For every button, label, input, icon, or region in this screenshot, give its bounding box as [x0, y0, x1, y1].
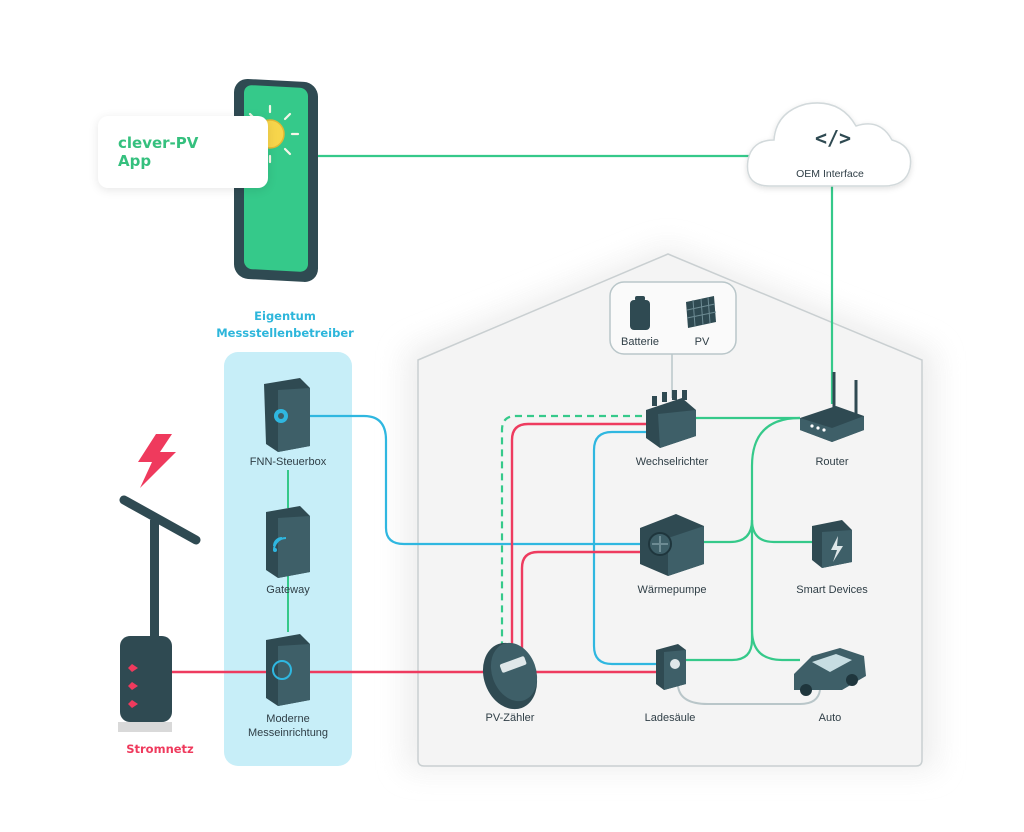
car-label: Auto [818, 712, 842, 724]
smart-devices-device [812, 520, 852, 568]
blue-connections [308, 414, 656, 666]
app-title-line2: App [118, 152, 152, 170]
meter-label-line2: Messeinrichtung [247, 727, 329, 739]
fnn-label: FNN-Steuerbox [249, 456, 327, 468]
oem-interface-label: OEM Interface [796, 168, 864, 180]
owner-title: Eigentum Messstellenbetreiber [200, 308, 370, 342]
gateway-label: Gateway [266, 584, 310, 596]
router-label: Router [815, 456, 849, 468]
app-title-line1: clever-PV [118, 134, 199, 152]
inverter-device [646, 390, 696, 448]
car-device [794, 648, 866, 696]
house [405, 246, 936, 770]
pv-meter-label: PV-Zähler [485, 712, 535, 724]
battery-label: Batterie [621, 336, 659, 348]
owner-title-line2: Messstellenbetreiber [216, 326, 354, 340]
heatpump-label: Wärmepumpe [637, 584, 707, 596]
pv-meter-device [482, 642, 538, 710]
power-pole [118, 495, 201, 732]
inverter-label: Wechselrichter [635, 456, 709, 468]
smart-devices-label: Smart Devices [796, 584, 868, 596]
app-card [98, 116, 268, 188]
grid-label: Stromnetz [126, 742, 194, 756]
meter-label-line1: Moderne [266, 713, 310, 725]
pv-panel-icon [686, 296, 717, 328]
lightning-icon [138, 434, 176, 488]
cloud-code-icon: </> [808, 126, 858, 150]
green-connections [318, 154, 834, 662]
smart-meter-device [266, 634, 310, 706]
heatpump-device [640, 514, 704, 576]
charger-device [656, 644, 686, 690]
charger-label: Ladesäule [644, 712, 696, 724]
dashed-green-link [500, 414, 654, 648]
pv-label: PV [694, 336, 710, 348]
battery-icon [630, 296, 650, 330]
charging-cable [677, 685, 821, 705]
app-title: clever-PV App [118, 134, 228, 170]
owner-title-line1: Eigentum [254, 309, 316, 323]
meter-label: Moderne Messeinrichtung [228, 712, 348, 740]
red-connections [170, 422, 656, 674]
code-icon: </> [814, 126, 852, 150]
fnn-steuerbox-device [264, 378, 310, 452]
gateway-device [266, 506, 310, 578]
router-device [800, 372, 864, 442]
cloud [746, 102, 912, 187]
